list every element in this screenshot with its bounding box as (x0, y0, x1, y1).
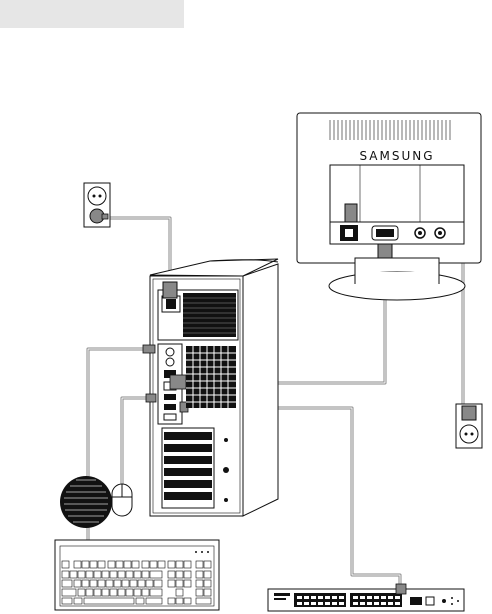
monitor: SAMSUNG (297, 113, 481, 300)
plug-icon (462, 406, 476, 420)
network-switch (268, 584, 464, 611)
pc-tower (143, 259, 278, 516)
vga-connector (170, 375, 186, 389)
keyboard-connector (143, 345, 155, 353)
monitor-power-plug (345, 204, 357, 222)
monitor-vga-plug (378, 244, 392, 258)
cable-coil (60, 476, 112, 528)
network-plug (396, 584, 406, 594)
wall-outlet-right (456, 404, 482, 448)
wall-outlet-top-left (84, 183, 110, 227)
mouse-cable (122, 398, 146, 484)
monitor-brand-logo: SAMSUNG (359, 149, 434, 163)
mouse-connector (146, 394, 156, 402)
power-plug-icon (163, 282, 177, 298)
psu-fan-grille (183, 293, 236, 337)
keyboard (55, 540, 219, 610)
mouse (112, 484, 132, 516)
